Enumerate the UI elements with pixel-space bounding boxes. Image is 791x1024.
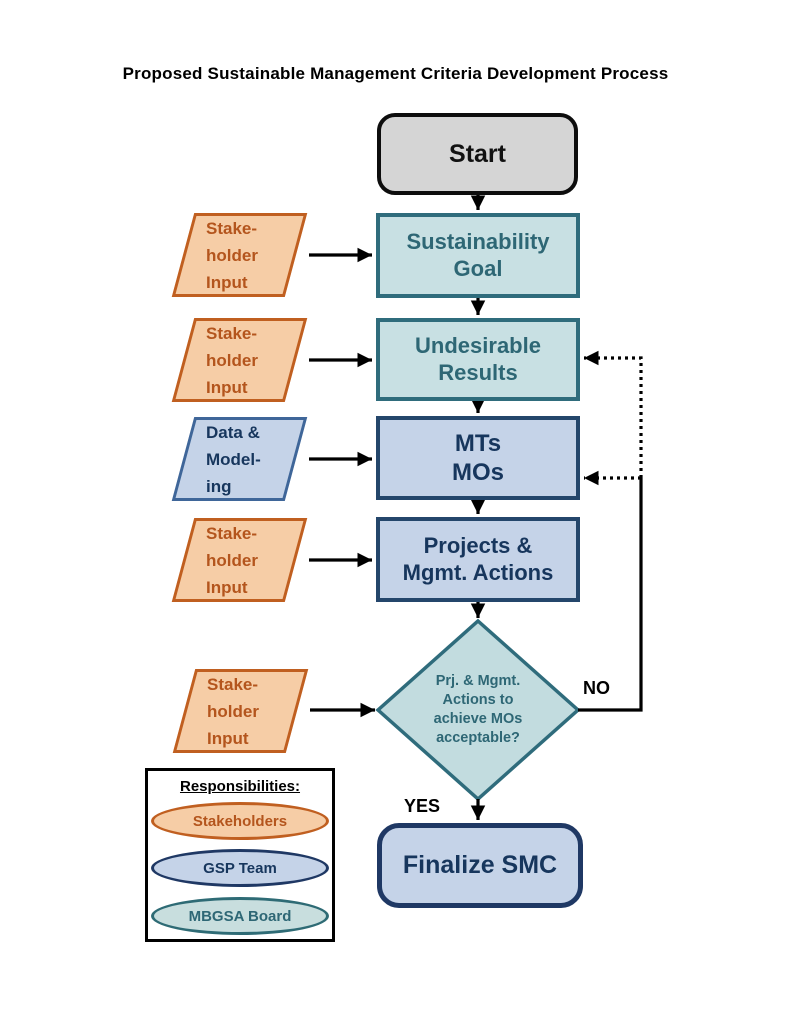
legend-title: Responsibilities: <box>179 778 301 795</box>
input-stakeholder-results: Stake- holder Input <box>171 318 308 402</box>
decision-label: Prj. & Mgmt. Actions to achieve MOs acce… <box>433 673 523 746</box>
input-label: Stake- holder Input <box>207 674 259 748</box>
node-label: Finalize SMC <box>402 851 558 880</box>
start-node: Start <box>377 113 578 195</box>
legend-item-label: MBGSA Board <box>188 907 292 925</box>
node-label: Projects & Mgmt. Actions <box>402 532 554 585</box>
node-sustainability-goal: Sustainability Goal <box>376 213 580 298</box>
node-mts-mos: MTs MOs <box>376 416 580 500</box>
page-title: Proposed Sustainable Management Criteria… <box>122 64 669 83</box>
input-label: Stake- holder Input <box>206 218 258 292</box>
legend-item-label: Stakeholders <box>192 812 288 830</box>
finalize-node: Finalize SMC <box>377 823 583 908</box>
no-elbow-line <box>578 478 643 712</box>
legend-item-stakeholders: Stakeholders <box>151 802 329 840</box>
input-stakeholder-projects: Stake- holder Input <box>171 518 308 602</box>
input-stakeholder-goal: Stake- holder Input <box>171 213 308 297</box>
node-label: MTs MOs <box>451 429 504 486</box>
node-label: Undesirable Results <box>415 332 541 385</box>
node-label: Sustainability Goal <box>406 228 550 281</box>
input-label: Data & Model- ing <box>206 422 261 496</box>
node-label: Start <box>449 139 506 168</box>
legend-box: Responsibilities: Stakeholders GSP Team … <box>145 768 335 942</box>
input-stakeholder-decision: Stake- holder Input <box>172 669 309 753</box>
input-label: Stake- holder Input <box>206 323 258 397</box>
node-projects-mgmt-actions: Projects & Mgmt. Actions <box>376 517 580 602</box>
node-undesirable-results: Undesirable Results <box>376 318 580 401</box>
legend-item-label: GSP Team <box>203 859 277 877</box>
feedback-dotted-to-results <box>584 350 643 478</box>
legend-item-gsp-team: GSP Team <box>151 849 329 887</box>
edge-label-yes: YES <box>404 796 441 816</box>
legend-item-mbgsa-board: MBGSA Board <box>151 897 329 935</box>
input-data-modeling: Data & Model- ing <box>171 417 308 501</box>
input-label: Stake- holder Input <box>206 523 258 597</box>
edge-label-no: NO <box>583 678 610 698</box>
